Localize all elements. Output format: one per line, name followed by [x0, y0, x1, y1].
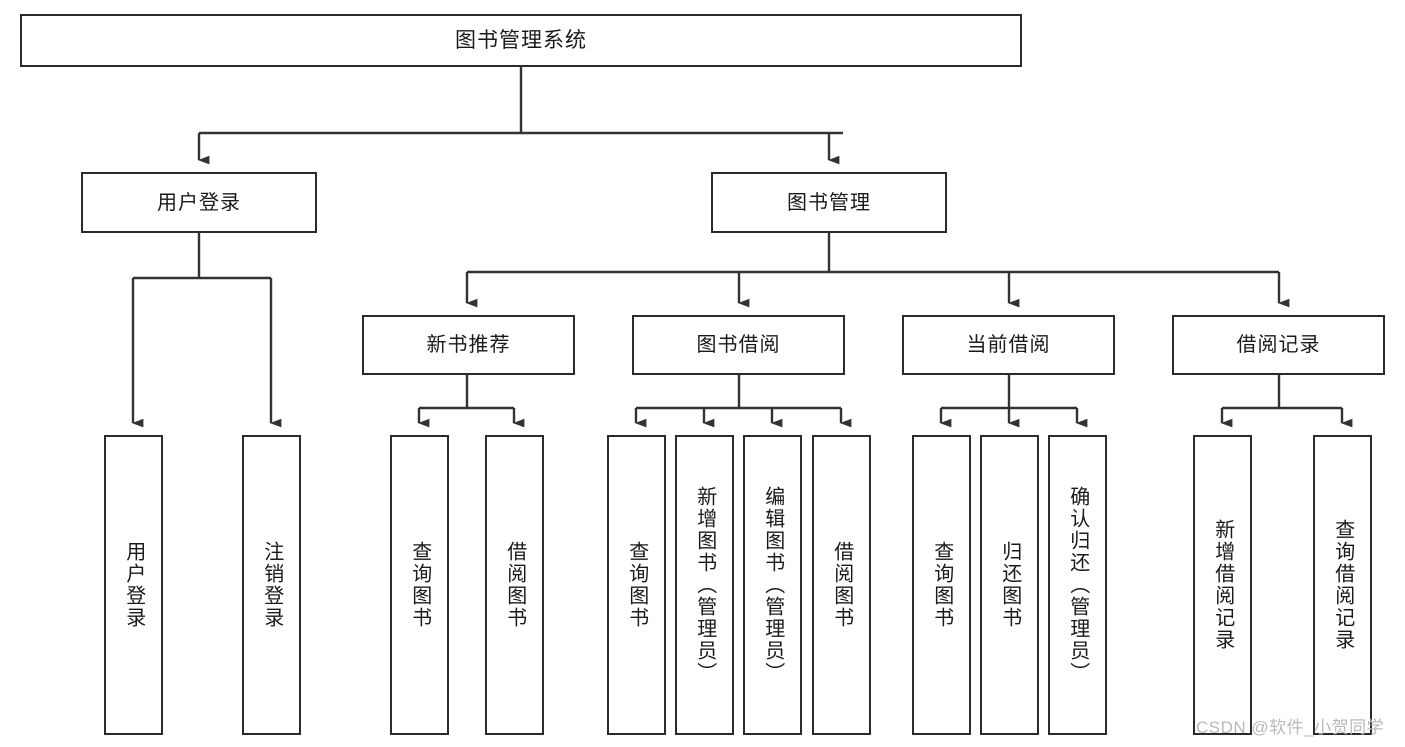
node-label: 查询图书 [625, 541, 648, 629]
node-label: 用户登录 [157, 191, 241, 214]
leaf-borrow-edit-book-admin[interactable]: 编辑图书（管理员） [743, 435, 802, 735]
node-label: 查询借阅记录 [1331, 519, 1354, 651]
node-label: 新增图书（管理员） [693, 486, 716, 684]
node-label: 借阅记录 [1236, 334, 1321, 356]
node-borrow-record[interactable]: 借阅记录 [1172, 315, 1385, 375]
node-label: 归还图书 [998, 541, 1021, 629]
leaf-borrow-add-book-admin[interactable]: 新增图书（管理员） [675, 435, 734, 735]
node-book-management[interactable]: 图书管理 [711, 172, 947, 233]
leaf-record-query-record[interactable]: 查询借阅记录 [1313, 435, 1372, 735]
node-label: 确认归还（管理员） [1066, 486, 1089, 684]
leaf-borrow-query-book[interactable]: 查询图书 [607, 435, 666, 735]
leaf-current-query-book[interactable]: 查询图书 [912, 435, 971, 735]
node-label: 查询图书 [930, 541, 953, 629]
csdn-watermark: CSDN @软件_小贺同学 [1196, 718, 1385, 737]
leaf-current-confirm-return-admin[interactable]: 确认归还（管理员） [1048, 435, 1107, 735]
node-user-login[interactable]: 用户登录 [81, 172, 317, 233]
node-book-borrow[interactable]: 图书借阅 [632, 315, 845, 375]
node-label: 编辑图书（管理员） [761, 486, 784, 684]
leaf-current-return-book[interactable]: 归还图书 [980, 435, 1039, 735]
node-label: 用户登录 [122, 541, 145, 629]
leaf-newbook-borrow-book[interactable]: 借阅图书 [485, 435, 544, 735]
node-label: 借阅图书 [503, 541, 526, 629]
node-label: 新书推荐 [426, 334, 511, 356]
leaf-newbook-query-book[interactable]: 查询图书 [390, 435, 449, 735]
node-root-system[interactable]: 图书管理系统 [20, 14, 1022, 67]
node-label: 图书管理系统 [455, 28, 587, 52]
node-current-borrow[interactable]: 当前借阅 [902, 315, 1115, 375]
node-label: 图书管理 [787, 191, 871, 214]
node-label: 新增借阅记录 [1211, 519, 1234, 651]
leaf-borrow-borrow-book[interactable]: 借阅图书 [812, 435, 871, 735]
leaf-user-login-signout[interactable]: 注销登录 [242, 435, 301, 735]
node-label: 注销登录 [260, 541, 283, 629]
node-label: 当前借阅 [966, 334, 1051, 356]
node-label: 借阅图书 [830, 541, 853, 629]
node-label: 查询图书 [408, 541, 431, 629]
node-new-book-recommend[interactable]: 新书推荐 [362, 315, 575, 375]
node-label: 图书借阅 [696, 334, 781, 356]
leaf-user-login-signin[interactable]: 用户登录 [104, 435, 163, 735]
leaf-record-add-record[interactable]: 新增借阅记录 [1193, 435, 1252, 735]
